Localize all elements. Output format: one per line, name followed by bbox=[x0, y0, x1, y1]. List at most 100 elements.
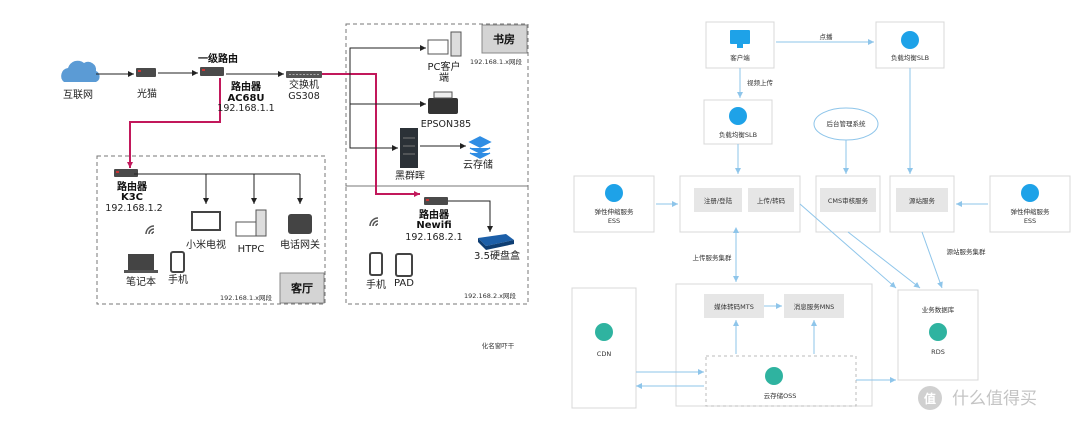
link-switch-pc bbox=[349, 45, 426, 74]
link-switch-newifi bbox=[322, 73, 420, 197]
study-title: 书房 bbox=[493, 32, 515, 46]
htpc-tower-icon bbox=[255, 209, 267, 237]
router-ac68u-icon bbox=[200, 67, 224, 76]
arrow-cms-db bbox=[847, 231, 921, 289]
router-ac68u-led bbox=[202, 69, 205, 71]
cloud-storage-label: 云存储 bbox=[463, 158, 493, 171]
cms-box bbox=[820, 188, 876, 212]
oss-icon bbox=[765, 367, 783, 385]
origin-label: 源站服务 bbox=[909, 196, 936, 205]
slb1-label: 负载均衡SLB bbox=[719, 130, 757, 139]
monitor-icon bbox=[730, 30, 750, 44]
client-to-slb2-label: 点播 bbox=[820, 32, 834, 41]
k3c-label: 路由器 bbox=[117, 180, 148, 193]
cloud-storage-icon bbox=[468, 136, 492, 159]
link-switch-nas bbox=[349, 104, 398, 151]
ess-left-label-1: 弹性伸缩服务 bbox=[595, 207, 635, 216]
pc-monitor-icon bbox=[427, 39, 449, 55]
primary-router-model: AC68U bbox=[227, 93, 264, 104]
register-box bbox=[694, 188, 742, 212]
living-subnet: 192.168.1.x网段 bbox=[220, 293, 272, 302]
cloud-icon bbox=[61, 60, 100, 82]
ess-right-label-1: 弹性伸缩服务 bbox=[1011, 207, 1051, 216]
cloud-architecture-diagram: 客户端 点播 视频上传 负载均衡SLB 负载均衡SLB 后台管理系统 弹性伸缩服… bbox=[571, 21, 1071, 409]
wifi-icon bbox=[145, 225, 155, 235]
link-newifi-hdd bbox=[448, 200, 493, 232]
study-subnet: 192.168.1.x网段 bbox=[470, 57, 522, 66]
printer-icon bbox=[428, 98, 458, 114]
register-label: 注册/登陆 bbox=[704, 196, 733, 205]
laptop-icon bbox=[128, 254, 154, 270]
bedroom-phone-label: 手机 bbox=[366, 278, 386, 291]
primary-router-ip: 192.168.1.1 bbox=[217, 103, 274, 114]
zhi-badge-icon bbox=[918, 386, 942, 410]
htpc-monitor-icon bbox=[235, 221, 257, 237]
pc-tower-icon bbox=[450, 31, 462, 57]
hdd-box-label: 3.5硬盘盒 bbox=[474, 249, 520, 262]
modem-icon bbox=[136, 68, 156, 77]
link-router-k3c bbox=[127, 78, 221, 168]
hdd-box-side bbox=[478, 238, 514, 250]
business-db-label: 业务数据库 bbox=[922, 305, 955, 314]
hdd-box-icon bbox=[478, 234, 514, 246]
bedroom-phone-icon bbox=[369, 252, 383, 276]
living-title: 客厅 bbox=[290, 281, 313, 295]
zhi-badge-glyph: 值 bbox=[924, 391, 936, 406]
mi-tv-label: 小米电视 bbox=[186, 238, 226, 251]
pc-client-label-2: 端 bbox=[439, 71, 449, 84]
router-newifi-icon bbox=[424, 197, 448, 205]
upload-label: 上传/转码 bbox=[757, 196, 786, 205]
phone-gateway-label: 电话网关 bbox=[280, 238, 320, 251]
origin-box bbox=[896, 188, 948, 212]
mns-box bbox=[784, 294, 844, 318]
bedroom-subnet: 192.168.2.x网段 bbox=[464, 291, 516, 300]
oss-label: 云存储OSS bbox=[764, 391, 797, 400]
internet-label: 互联网 bbox=[63, 89, 93, 101]
origin-cluster-label: 源站服务集群 bbox=[947, 247, 987, 256]
phone-gateway-icon bbox=[288, 214, 312, 234]
newifi-model: Newifi bbox=[416, 220, 451, 231]
upload-cluster-label: 上传服务集群 bbox=[693, 253, 733, 262]
pad-icon bbox=[395, 253, 413, 277]
router-newifi-led bbox=[426, 199, 429, 201]
study-title-box bbox=[481, 24, 528, 54]
nas-label: 黑群晖 bbox=[395, 169, 425, 182]
ess-icon bbox=[605, 184, 623, 202]
primary-router-label: 路由器 bbox=[231, 80, 262, 93]
cdn-panel bbox=[571, 287, 637, 409]
laptop-base bbox=[124, 270, 158, 273]
slb-icon-2 bbox=[729, 107, 747, 125]
footnote: 化名窗吓干 bbox=[482, 341, 515, 350]
htpc-label: HTPC bbox=[238, 244, 265, 255]
bedroom-zone bbox=[345, 185, 529, 305]
cdn-icon bbox=[595, 323, 613, 341]
home-network-diagram: 互联网 光猫 一级路由 路由器 AC68U 192.168.1.1 交换机 GS… bbox=[61, 23, 529, 350]
mns-label: 消息服务MNS bbox=[794, 302, 835, 311]
oss-box bbox=[705, 355, 857, 407]
router-k3c-icon bbox=[114, 169, 138, 177]
mts-label: 媒体转码MTS bbox=[714, 302, 754, 311]
link-switch-printer bbox=[349, 74, 426, 107]
backend-mgmt-label: 后台管理系统 bbox=[827, 119, 867, 128]
slb-icon bbox=[901, 31, 919, 49]
modem-label: 光猫 bbox=[137, 87, 157, 100]
ess-right-label-2: ESS bbox=[1024, 217, 1036, 225]
living-title-box bbox=[279, 272, 325, 304]
printer-label: EPSON385 bbox=[421, 119, 471, 130]
arrow-register-db bbox=[799, 203, 897, 289]
client-down-label: 视频上传 bbox=[747, 78, 774, 87]
living-zone bbox=[96, 155, 326, 305]
k3c-model: K3C bbox=[121, 192, 143, 203]
pad-label: PAD bbox=[394, 278, 414, 289]
newifi-ip: 192.168.2.1 bbox=[405, 232, 462, 243]
monitor-stand bbox=[737, 44, 743, 48]
pc-client-label-1: PC客户 bbox=[427, 60, 460, 73]
modem-led bbox=[138, 70, 141, 72]
arrow-origin-db bbox=[921, 231, 943, 289]
mts-box bbox=[704, 294, 764, 318]
living-phone-label: 手机 bbox=[168, 273, 188, 286]
slb2-label: 负载均衡SLB bbox=[891, 53, 929, 62]
upload-box bbox=[748, 188, 794, 212]
router-k3c-led bbox=[116, 171, 119, 173]
watermark: 值 什么值得买 bbox=[918, 386, 1037, 410]
